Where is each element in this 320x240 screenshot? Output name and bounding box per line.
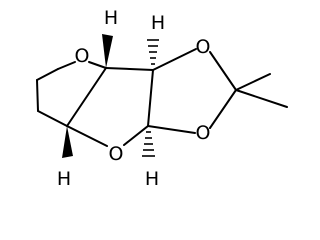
bond-c5-o-dioxolane-bottom — [147, 125, 196, 134]
molecule-structure-diagram: O O O O H H H H — [36, 7, 288, 190]
bond-c6a-c6 — [105, 67, 154, 71]
bond-c2-c3 — [36, 79, 39, 112]
hash-bond-h-bottom-right — [142, 131, 155, 157]
atom-o-furanose: O — [109, 143, 124, 165]
atom-o-dioxolane-top: O — [196, 36, 211, 58]
bond-o-furanose-c5 — [123, 125, 149, 146]
bond-c3a-c6a — [66, 67, 107, 127]
bond-c2-o-thf — [57, 61, 76, 70]
atom-h-top-left: H — [104, 7, 118, 29]
wedge-bond-h-bottom-left — [62, 126, 73, 158]
bond-o-top-cme2 — [209, 51, 237, 91]
bond-c2-ring-close — [36, 68, 59, 81]
atom-h-bottom-left: H — [57, 168, 71, 190]
bond-methyl-upper — [235, 73, 271, 91]
wedge-bond-h-top-left — [102, 34, 113, 68]
bond-methyl-lower — [235, 89, 288, 108]
atom-h-top-right: H — [151, 12, 165, 34]
bond-c3-c3a-wedge-base — [37, 110, 68, 127]
bond-c6-o-dioxolane-top — [152, 48, 197, 71]
atom-o-dioxolane-bottom: O — [196, 122, 211, 144]
atom-o-thf: O — [75, 45, 90, 67]
hash-bond-h-top-right — [147, 39, 159, 65]
bond-o-thf-c3a — [88, 61, 107, 69]
bond-o-bottom-cme2 — [209, 89, 237, 129]
bond-c3a-o-furanose — [66, 125, 108, 147]
bond-c6-c5 — [147, 69, 154, 127]
atom-h-bottom-right: H — [145, 168, 159, 190]
